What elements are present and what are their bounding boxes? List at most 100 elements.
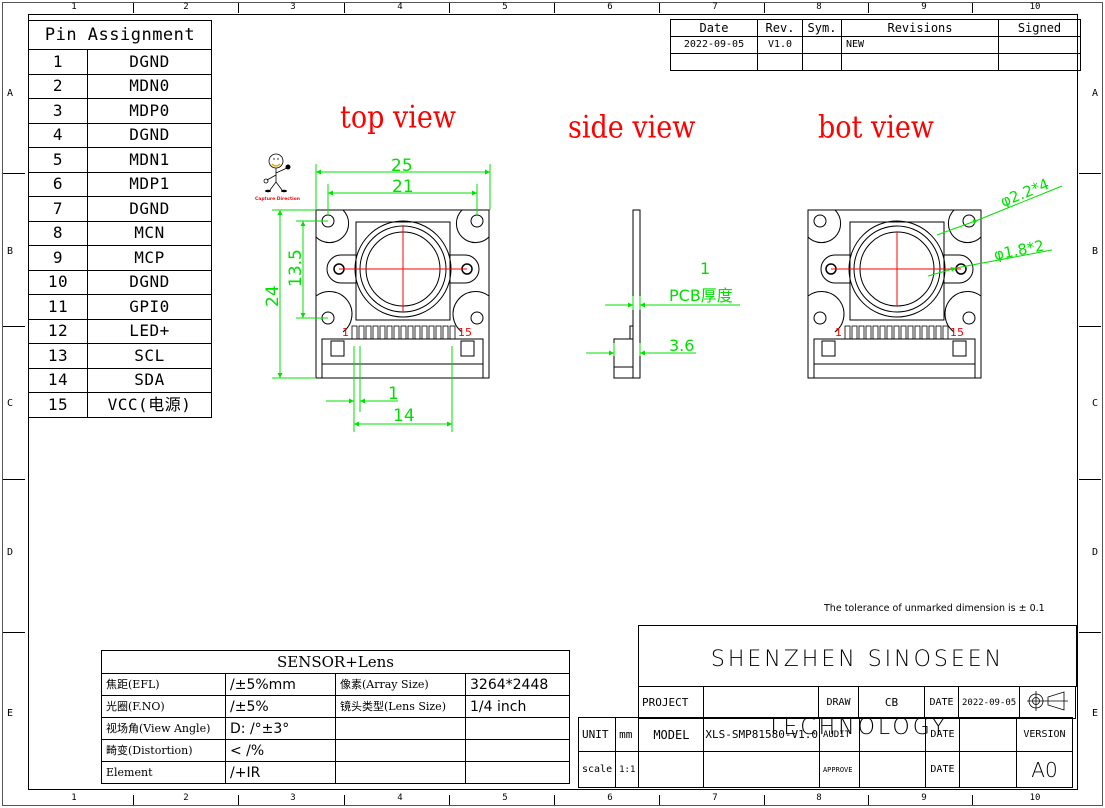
pin-1-marker: 1 [835,326,842,339]
capture-direction-label: Capture Direction [255,196,300,202]
pin-name: MDP0 [87,98,212,124]
dim-pcb-thickness: 1 [700,259,710,278]
grid-row-label: D [6,547,14,558]
grid-col-label: 9 [921,2,927,12]
pin-15-marker: 15 [458,326,472,339]
pin-number: 5 [28,147,88,173]
approve-date-label: DATE [924,751,960,788]
grid-row-label: E [6,708,14,719]
scale-value: 1:1 [615,751,640,788]
grid-row-label: A [6,88,14,99]
pin-number: 13 [28,343,88,369]
pin-table-title: Pin Assignment [28,20,212,50]
spec-row: Element /+IR [101,761,570,784]
grid-col-label: 5 [502,2,508,12]
bot-view-centerlines [831,232,961,306]
bot-view-title: bot view [818,110,934,146]
top-view-dimensions [272,164,491,432]
spec-label: 像素(Array Size) [335,673,466,696]
pin-name: DGND [87,49,212,75]
spec-row: 视场角(View Angle) D: /°±3° [101,717,570,740]
audit-date-value [958,717,1017,752]
spec-value: /±5%mm [225,673,336,696]
rev-header-revisions: Revisions [841,19,999,37]
pin-name: MDP1 [87,171,212,197]
approve-date-value [958,751,1017,788]
grid-col-label: 8 [816,2,822,12]
dim-pin-pitch: 1 [388,384,399,404]
spec-row: 焦距(EFL) /±5%mm 像素(Array Size) 3264*2448 [101,673,570,696]
spec-label: 畸变(Distortion) [101,739,226,762]
dim-connector-span: 14 [393,406,415,426]
draw-value: CB [858,686,925,719]
pin-number: 14 [28,367,88,393]
grid-row-label: A [1091,88,1099,99]
grid-col-label: 3 [290,793,296,803]
project-value [703,686,819,719]
model-label: MODEL [638,717,705,752]
spec-label: 光圈(F.NO) [101,695,226,718]
top-view-centerlines [339,226,467,312]
grid-col-label: 6 [607,2,613,12]
empty-cell [638,751,705,788]
draw-date-value: 2022-09-05 [957,686,1021,719]
spec-value: /±5% [225,695,336,718]
pin-number: 11 [28,294,88,320]
spec-value [465,717,570,740]
grid-col-label: 1 [71,2,77,12]
grid-row-label: C [1091,398,1099,409]
dim-hole-small: φ1.8*2 [992,237,1045,264]
spec-value: 1/4 inch [465,695,570,718]
spec-value [465,761,570,784]
grid-col-label: 2 [183,793,189,803]
audit-value [858,717,926,752]
capture-direction-icon [263,153,291,193]
spec-value: /+IR [225,761,336,784]
company-name: SHENZHEN SINOSEEN TECHNOLOGY [638,625,1077,740]
revisions-table: Date Rev. Sym. Revisions Signed 2022-09-… [670,19,1081,71]
pin-name: SDA [87,367,212,393]
grid-col-label: 7 [712,2,718,12]
scale-label: scale [577,751,617,788]
grid-row-label: B [6,246,14,257]
unit-value: mm [615,717,640,752]
sensor-table-title: SENSOR+Lens [101,650,570,674]
grid-col-label: 7 [712,793,718,803]
side-view-drawing [613,209,641,379]
version-value: A0 [1015,751,1073,788]
grid-col-label: 10 [1029,793,1041,803]
spec-value [465,739,570,762]
audit-date-label: DATE [924,717,960,752]
approve-label: APPROVE [818,751,860,788]
spec-label [335,761,466,784]
pin-name: MCN [87,220,212,246]
pin-number: 2 [28,73,88,99]
dim-connector-height: 3.6 [669,336,694,355]
top-view-title: top view [340,100,456,136]
grid-col-label: 4 [397,2,403,12]
draw-label: DRAW [818,686,859,719]
grid-col-label: 10 [1029,2,1041,12]
spec-label [335,717,466,740]
pin-number: 3 [28,98,88,124]
grid-col-label: 9 [921,793,927,803]
dim-hole-large: φ2.2*4 [998,175,1052,211]
revision-row [670,53,1081,71]
pin-number: 1 [28,49,88,75]
rev-signed [998,53,1081,71]
spec-label: 焦距(EFL) [101,673,226,696]
pin-name: MDN1 [87,147,212,173]
spec-label: 镜头类型(Lens Size) [335,695,466,718]
pin-name: DGND [87,269,212,295]
grid-col-label: 2 [183,2,189,12]
